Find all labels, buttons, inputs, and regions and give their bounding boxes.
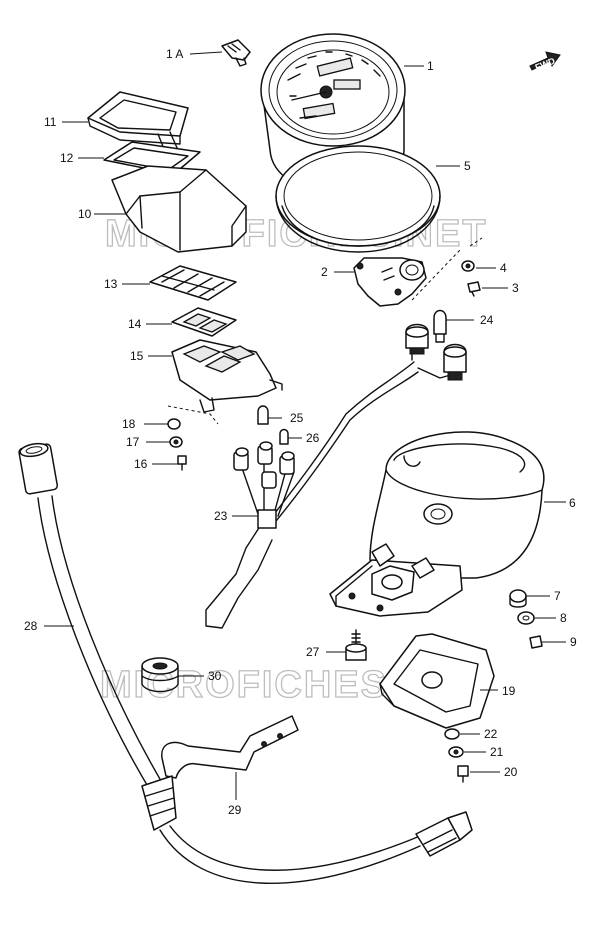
bulb-1a <box>221 39 251 67</box>
callout-4: 4 <box>500 261 507 275</box>
gauge-case-base <box>329 543 463 617</box>
grommet-22 <box>444 728 460 740</box>
nut-4 <box>461 260 475 272</box>
callout-11: 11 <box>44 115 57 129</box>
lamp-socket-upper <box>405 323 429 355</box>
indicator-reflector <box>171 307 237 337</box>
callout-12: 12 <box>60 151 74 165</box>
screw-16 <box>177 455 187 471</box>
callout-26: 26 <box>306 431 320 445</box>
callout-27: 27 <box>306 645 320 659</box>
callout-30: 30 <box>208 669 222 683</box>
gauge-cushion-ring <box>275 145 441 253</box>
screw-3 <box>467 281 481 297</box>
callout-24: 24 <box>480 313 494 327</box>
callout-17: 17 <box>126 435 140 449</box>
callout-14: 14 <box>128 317 142 331</box>
callout-15: 15 <box>130 349 144 363</box>
screw-20 <box>457 765 469 783</box>
rubber-grommet-30 <box>141 657 179 693</box>
grommet-18 <box>167 418 181 430</box>
callout-2: 2 <box>321 265 328 279</box>
grommet-7 <box>509 589 527 608</box>
lamp-socket-lower <box>443 343 467 381</box>
callout-18: 18 <box>122 417 136 431</box>
callout-3: 3 <box>512 281 519 295</box>
screw-9 <box>529 635 543 649</box>
cable-bracket <box>161 715 299 779</box>
wiring-harness <box>205 345 455 629</box>
washer-8 <box>517 611 535 625</box>
callout-5: 5 <box>464 159 471 173</box>
callout-10: 10 <box>78 207 92 221</box>
fwd-arrow-icon: FWD <box>529 51 561 73</box>
gauge-bracket <box>353 257 427 307</box>
speedometer-gauge <box>260 33 406 193</box>
bulb-24 <box>433 309 447 343</box>
indicator-housing <box>111 165 247 253</box>
callout-29: 29 <box>228 803 242 817</box>
callout-13: 13 <box>104 277 118 291</box>
bulb-26 <box>279 428 289 445</box>
leader-lines <box>44 51 566 800</box>
indicator-plate <box>149 265 237 301</box>
bracket-cushion <box>379 633 495 729</box>
callout-labels: 1 A 1 2 3 4 5 6 7 8 9 10 11 12 13 14 15 … <box>24 47 577 817</box>
bulb-25 <box>257 405 269 425</box>
callout-1: 1 <box>427 59 434 73</box>
bolt-27 <box>345 629 367 661</box>
callout-25: 25 <box>290 411 304 425</box>
indicator-socket-housing <box>171 339 283 413</box>
callout-8: 8 <box>560 611 567 625</box>
nut-17 <box>169 436 183 448</box>
callout-1a: 1 A <box>166 47 183 61</box>
callout-28: 28 <box>24 619 38 633</box>
indicator-lens-cover <box>87 91 189 155</box>
nut-21 <box>448 746 464 758</box>
callout-19: 19 <box>502 684 516 698</box>
fwd-badge-text: FWD <box>534 55 557 72</box>
callout-23: 23 <box>214 509 228 523</box>
callout-20: 20 <box>504 765 518 779</box>
callout-22: 22 <box>484 727 498 741</box>
callout-21: 21 <box>490 745 504 759</box>
callout-7: 7 <box>554 589 561 603</box>
speedometer-cable <box>18 442 473 884</box>
callout-6: 6 <box>569 496 576 510</box>
callout-16: 16 <box>134 457 148 471</box>
callout-9: 9 <box>570 635 577 649</box>
